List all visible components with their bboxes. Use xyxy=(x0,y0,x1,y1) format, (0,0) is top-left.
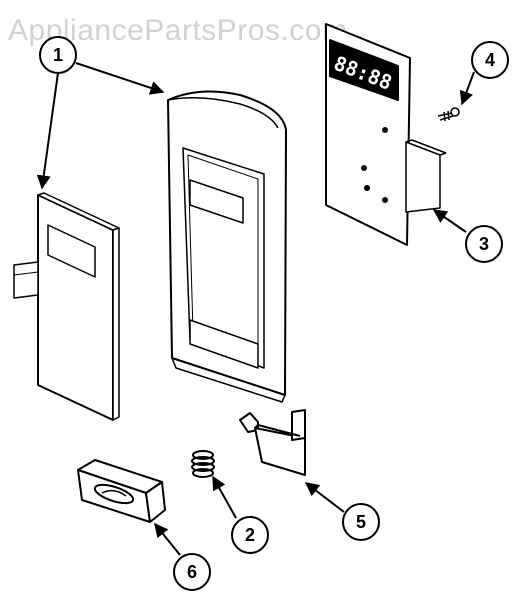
leader-lines xyxy=(36,62,475,556)
leader-3 xyxy=(432,209,467,233)
callout-6: 6 xyxy=(173,553,211,591)
svg-text:2: 2 xyxy=(245,525,255,545)
leader-4 xyxy=(459,71,475,106)
control-panel-frame xyxy=(167,90,287,403)
latch-lever-part-5 xyxy=(239,409,306,476)
leader-1b xyxy=(75,62,165,95)
callout-4: 4 xyxy=(471,41,509,79)
callout-5: 5 xyxy=(342,503,380,541)
svg-text:6: 6 xyxy=(187,562,197,582)
leader-6 xyxy=(154,522,181,556)
control-panel-overlay xyxy=(13,192,120,421)
svg-text:3: 3 xyxy=(479,234,489,254)
callout-2: 2 xyxy=(231,516,269,554)
svg-text:4: 4 xyxy=(485,50,495,70)
callout-3: 3 xyxy=(465,225,503,263)
leader-2 xyxy=(212,475,237,519)
leader-1a xyxy=(36,72,59,190)
svg-text:1: 1 xyxy=(53,45,63,65)
svg-text:5: 5 xyxy=(356,512,366,532)
spring-part-2 xyxy=(191,450,215,478)
display-board xyxy=(325,23,447,246)
release-button-part-6 xyxy=(77,459,166,523)
leader-5 xyxy=(304,482,345,513)
callout-1: 1 xyxy=(39,36,77,74)
board-holes xyxy=(361,127,388,203)
screw-part-4 xyxy=(437,107,460,122)
